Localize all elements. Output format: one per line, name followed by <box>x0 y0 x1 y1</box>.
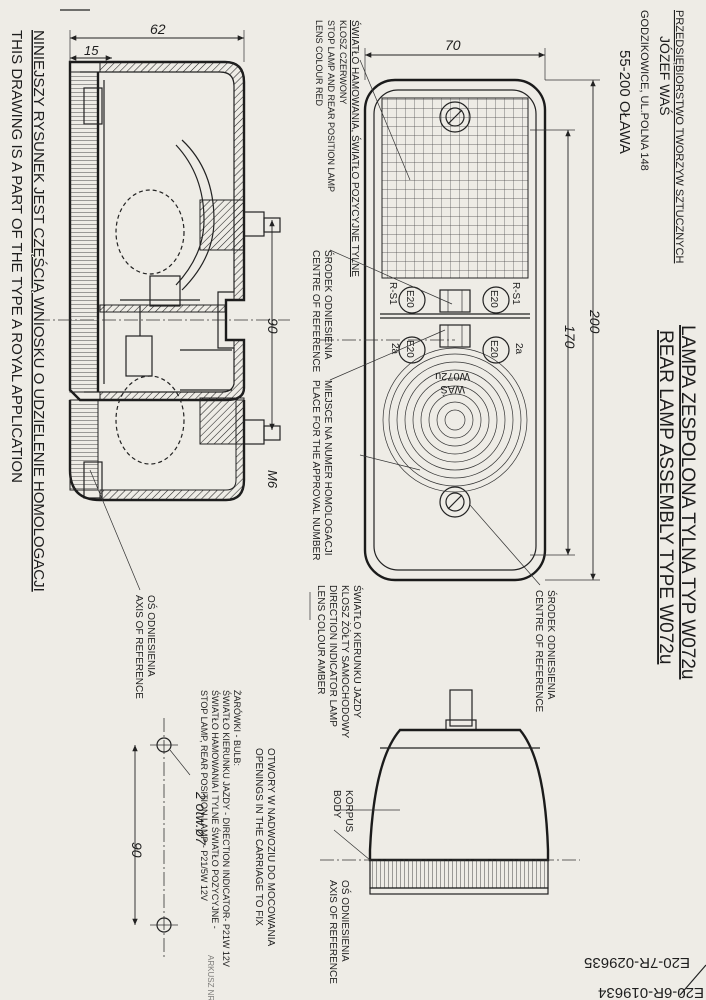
label-body: KORPUS BODY <box>331 790 354 833</box>
maker-line2: JÓZEF WAŚ <box>657 36 674 116</box>
maker-line4: 55-200 OŁAWA <box>616 50 633 154</box>
dim-height-inner: 170 <box>562 325 578 349</box>
front-view: E20 E20 E20 E20 R-S1 R-S1 2a 2a W072u WA… <box>320 78 547 582</box>
centre-ref-a-l2: CENTRE OF REFERENCE <box>310 250 321 373</box>
dim-width: 70 <box>445 37 461 53</box>
label-stop-lamp: ŚWIATŁO HAMOWANIA, ŚWIATŁO POZYCYJNE TYL… <box>314 20 362 277</box>
title-en: REAR LAMP ASSEMBLY TYPE W072u <box>655 330 676 664</box>
dim-holes-spacing: 90 <box>129 842 145 858</box>
label-centre-ref-a: ŚRODEK ODNIESIENIA CENTRE OF REFERENCE <box>310 250 335 373</box>
dim-holes: 2 otw.ø7 <box>193 791 209 846</box>
title-block: LAMPA ZESPOLONA TYLNA TYP W072u REAR LAM… <box>655 325 698 679</box>
stop-lamp-l3: STOP LAMP AND REAR POSITION LAMP <box>326 20 336 192</box>
bulbs-l2: ŚWIATŁO KIERUNKU JAZDY - DIRECTION INDIC… <box>221 690 232 967</box>
approval-num-2: E20-6R-019634 <box>598 984 704 1000</box>
body-l1: KORPUS <box>343 790 354 833</box>
model-mark: W072u <box>435 370 470 382</box>
code-2a-left: 2a <box>389 343 400 355</box>
indicator-l3: DIRECTION INDICATOR LAMP <box>327 585 338 727</box>
axis-ref-b-l2: AXIS OF REFERENCE <box>327 880 338 984</box>
stop-lamp-l4: LENS COLOUR RED <box>314 20 324 107</box>
openings-l2: OPENINGS IN THE CARRIAGE TO FIX <box>253 748 264 926</box>
axis-ref-a-l1: OŚ ODNIESIENIA <box>145 595 158 677</box>
e20-mark-2: E20 <box>488 290 499 308</box>
label-approval-place: MIEJSCE NA NUMER HOMOLOGACJI PLACE FOR T… <box>310 380 333 560</box>
label-axis-ref-b: OŚ ODNIESIENIA AXIS OF REFERENCE <box>327 880 352 984</box>
centre-ref-b-l2: CENTRE OF REFERENCE <box>533 590 544 713</box>
brand-mark: WAŚ <box>440 383 465 396</box>
fresnel-lens <box>382 347 528 493</box>
dim-thread: M6 <box>265 470 280 489</box>
bulbs-l3: ŚWIATŁO HAMOWANIA I TYLNE ŚWIATŁO POZYCY… <box>210 690 221 929</box>
stop-lamp-l1: ŚWIATŁO HAMOWANIA, ŚWIATŁO POZYCYJNE TYL… <box>349 20 362 277</box>
bulbs-l1: ŻARÓWKI - BULB: <box>232 690 242 766</box>
indicator-l2: KLOSZ ŻÓŁTY SAMOCHODOWY <box>339 585 352 738</box>
signature: ARKUSZ NR 1 <box>206 955 215 1000</box>
indicator-l4: LENS COLOUR AMBER <box>315 585 326 694</box>
dim-stud-spacing: 90 <box>265 318 281 334</box>
note-pl: NINIEJSZY RYSUNEK JEST CZĘŚCIĄ WNIOSKU O… <box>30 30 48 592</box>
drawing-notes: NINIEJSZY RYSUNEK JEST CZĘŚCIĄ WNIOSKU O… <box>8 9 90 592</box>
approval-place-l1: MIEJSCE NA NUMER HOMOLOGACJI <box>322 380 333 556</box>
maker-block: PRZEDSIĘBIORSTWO TWORZYW SZTUCZNYCH JÓZE… <box>616 10 685 263</box>
rs1-mark-right: R-S1 <box>510 282 521 305</box>
approval-box-upper <box>439 289 471 313</box>
stop-lamp-l2: KLOSZ CZERWONY <box>338 20 348 104</box>
label-openings: OTWORY W NADWOZIU DO MOCOWANIA OPENINGS … <box>253 748 276 946</box>
approval-place-l2: PLACE FOR THE APPROVAL NUMBER <box>310 380 321 560</box>
bulbs-l4: STOP LAMP, REAR POSITION LAMP - P21/5W 1… <box>199 690 209 901</box>
approval-numbers: E20-7R-029635 E20-6R-019634 <box>584 954 706 1000</box>
dim-depth: 62 <box>150 21 166 37</box>
e20-mark-1: E20 <box>404 290 415 308</box>
body-l2: BODY <box>331 790 342 819</box>
side-stud <box>449 689 473 727</box>
dim-height-total: 200 <box>587 309 603 334</box>
centre-ref-b-l1: ŚRODEK ODNIESIENIA <box>545 590 558 700</box>
maker-line3: GODZIKOWICE, UL.POLNA 148 <box>638 10 650 171</box>
indicator-l1: ŚWIATŁO KIERUNKU JAZDY <box>351 585 364 718</box>
section-dimensions: 62 15 90 M6 <box>69 21 281 489</box>
rs1-mark-left: R-S1 <box>387 282 398 305</box>
front-dimensions: 70 170 200 <box>364 37 603 581</box>
centre-ref-a-l1: ŚRODEK ODNIESIENIA <box>322 250 335 360</box>
openings-l1: OTWORY W NADWOZIU DO MOCOWANIA <box>265 748 276 946</box>
axis-ref-a-l2: AXIS OF REFERENCE <box>133 595 144 699</box>
label-centre-ref-b: ŚRODEK ODNIESIENIA CENTRE OF REFERENCE <box>533 590 558 713</box>
side-view <box>320 689 580 895</box>
dim-lip: 15 <box>84 43 99 58</box>
e20-mark-3: E20 <box>404 340 415 358</box>
note-en: THIS DRAWING IS A PART OF THE TYPE A ROY… <box>8 30 25 483</box>
leader-lines <box>89 59 541 861</box>
screw-top <box>439 101 471 133</box>
approval-box-lower <box>439 324 471 348</box>
cross-section <box>36 60 290 502</box>
label-indicator: ŚWIATŁO KIERUNKU JAZDY KLOSZ ŻÓŁTY SAMOC… <box>315 585 364 738</box>
code-2a-right: 2a <box>513 343 524 355</box>
maker-line1: PRZEDSIĘBIORSTWO TWORZYW SZTUCZNYCH <box>673 10 685 263</box>
e20-mark-4: E20 <box>488 340 499 358</box>
axis-ref-b-l1: OŚ ODNIESIENIA <box>339 880 352 962</box>
screw-bottom <box>439 486 471 518</box>
mounting-holes: 2 otw.ø7 90 <box>129 718 209 960</box>
title-pl: LAMPA ZESPOLONA TYLNA TYP W072u <box>677 325 698 679</box>
label-bulbs: ŻARÓWKI - BULB: ŚWIATŁO KIERUNKU JAZDY -… <box>199 690 242 967</box>
approval-num-1: E20-7R-029635 <box>584 954 690 971</box>
label-axis-ref-a: OŚ ODNIESIENIA AXIS OF REFERENCE <box>133 595 158 699</box>
